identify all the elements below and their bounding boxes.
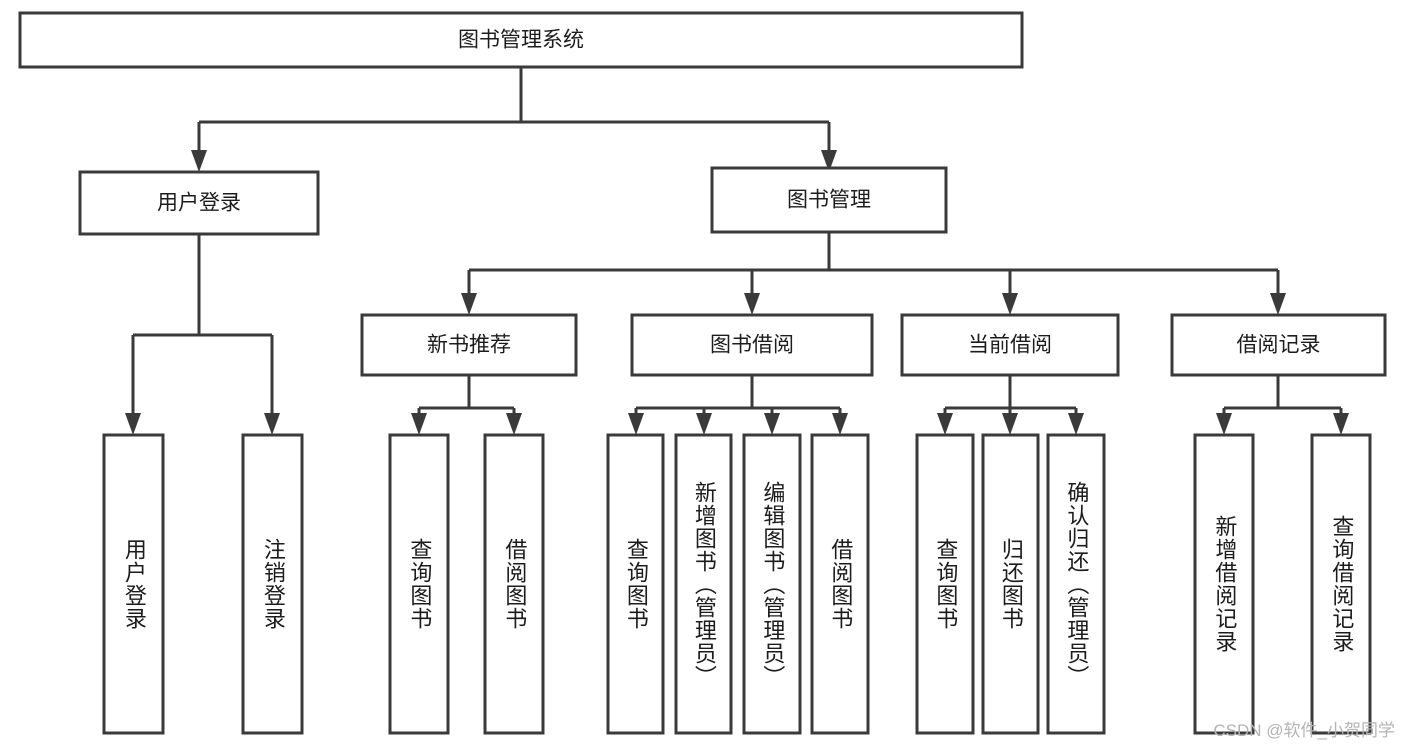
node-label-leaf-query-book-rec: 查询图书 — [407, 538, 433, 630]
node-box-leaf-query-record[interactable] — [1310, 433, 1372, 735]
node-box-leaf-add-book[interactable] — [674, 433, 733, 735]
connector-borrow-to-leaves — [628, 375, 848, 435]
node-box-book-manage[interactable] — [710, 166, 948, 234]
node-box-leaf-borrow-book-rec[interactable] — [483, 433, 545, 735]
node-box-leaf-borrow-book-brw[interactable] — [810, 433, 870, 735]
node-box-leaf-return-book[interactable] — [981, 433, 1040, 735]
node-box-user-login[interactable] — [78, 170, 320, 236]
node-label-book-manage: 图书管理 — [787, 189, 871, 212]
node-box-book-borrow[interactable] — [630, 313, 874, 377]
node-box-leaf-add-record[interactable] — [1193, 433, 1255, 735]
node-label-leaf-borrow-book-brw: 借阅图书 — [828, 538, 854, 630]
node-box-leaf-query-book-brw[interactable] — [606, 433, 665, 735]
node-box-current-borrow[interactable] — [900, 313, 1120, 377]
node-box-layer — [18, 11, 1387, 735]
node-label-leaf-query-record: 查询借阅记录 — [1329, 515, 1355, 653]
watermark-text: CSDN @软件_小贺同学 — [1213, 721, 1395, 740]
connector-book-manage-to-level2 — [461, 232, 1286, 315]
node-box-leaf-query-book-rec[interactable] — [388, 433, 450, 735]
node-label-leaf-query-book-cur: 查询图书 — [933, 538, 959, 630]
node-label-leaf-user-login: 用户登录 — [121, 538, 147, 630]
node-label-leaf-confirm-return: 确认归还（管理员） — [1064, 480, 1090, 688]
node-box-root[interactable] — [18, 11, 1024, 69]
connector-root-to-level1 — [191, 67, 837, 172]
node-label-root: 图书管理系统 — [458, 29, 584, 52]
node-label-user-login: 用户登录 — [157, 192, 241, 215]
node-label-leaf-query-book-brw: 查询图书 — [623, 538, 649, 630]
connector-user-login-to-leaves — [125, 234, 280, 435]
node-box-leaf-edit-book[interactable] — [742, 433, 802, 735]
node-label-leaf-return-book: 归还图书 — [998, 538, 1024, 630]
connector-current-to-leaves — [937, 375, 1084, 435]
node-box-new-book-recommend[interactable] — [360, 313, 578, 377]
node-label-new-book-recommend: 新书推荐 — [427, 334, 511, 357]
node-box-leaf-query-book-cur[interactable] — [915, 433, 975, 735]
node-box-leaf-user-logout[interactable] — [241, 433, 304, 735]
node-label-leaf-user-logout: 注销登录 — [260, 538, 286, 630]
node-label-current-borrow: 当前借阅 — [968, 334, 1052, 357]
node-box-borrow-record[interactable] — [1170, 313, 1387, 377]
connector-record-to-leaves — [1216, 375, 1349, 435]
connector-recommend-to-leaves — [411, 375, 522, 435]
node-box-leaf-user-login[interactable] — [102, 433, 165, 735]
node-label-leaf-add-record: 新增借阅记录 — [1212, 515, 1238, 653]
node-label-book-borrow: 图书借阅 — [710, 334, 794, 357]
node-label-borrow-record: 借阅记录 — [1237, 334, 1321, 357]
node-label-leaf-add-book: 新增图书（管理员） — [691, 480, 717, 688]
node-label-leaf-edit-book: 编辑图书（管理员） — [760, 480, 786, 688]
node-label-leaf-borrow-book-rec: 借阅图书 — [502, 538, 528, 630]
connector-layer — [125, 67, 1349, 435]
node-box-leaf-confirm-return[interactable] — [1046, 433, 1106, 735]
